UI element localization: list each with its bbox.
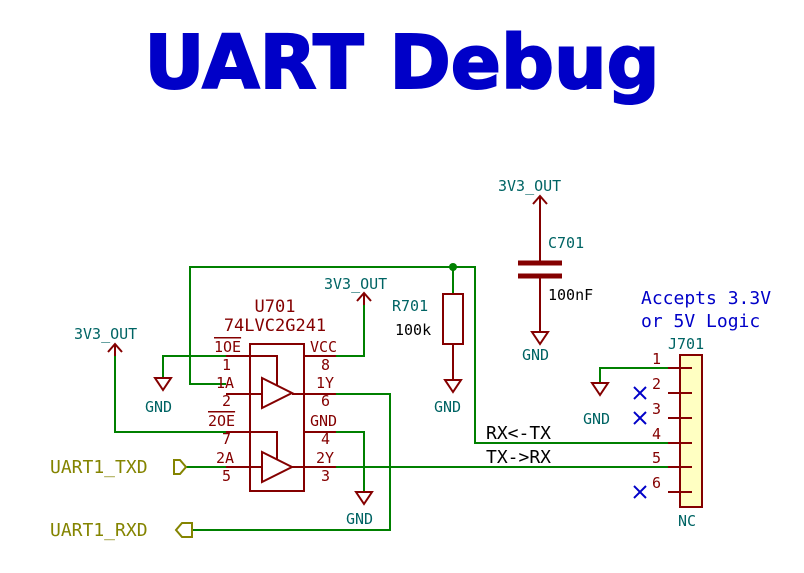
hier-label-txd-group: UART1_TXD [50,457,188,478]
hier-label-txd: UART1_TXD [50,457,148,478]
pin-name-1a: 1A [216,374,234,392]
u701-value: 74LVC2G241 [224,316,326,336]
wire-1oe-gnd [162,355,226,378]
pin-name-1oe: 1OE [214,338,241,356]
power-labels: 3V3_OUT 3V3_OUT 3V3_OUT GND GND GND GND … [74,177,610,528]
j701-value: NC [678,512,696,530]
hier-input-arrow-icon [173,459,188,475]
wire-gnd-u701 [336,431,365,492]
j701-pin-num-2: 2 [652,375,661,393]
power-label-gnd-u701: GND [346,510,373,528]
hier-output-arrow-icon [174,522,193,538]
pin-num-8: 8 [321,356,330,374]
pin-num-1: 1 [222,356,231,374]
j701-pin-num-1: 1 [652,350,661,368]
gnd-left-icon [153,377,173,392]
no-connect-icon-pin2 [633,386,647,400]
wires [114,266,680,531]
j701-pin-num-5: 5 [652,449,661,467]
note-line-2: or 5V Logic [641,311,760,332]
c701-symbol: C701 100nF [518,196,593,332]
pin-name-2y: 2Y [316,449,334,467]
c701-ref: C701 [548,234,584,252]
power-symbols [107,194,610,506]
no-connect-icon-pin6 [633,485,647,499]
pin-num-7: 7 [222,430,231,448]
oe2-line [250,431,278,460]
gnd-cap-icon [530,331,550,346]
v33-mid-arrow-icon [356,291,372,302]
u701-body [249,343,305,492]
wire-1y-rxd [192,393,391,531]
gnd-r701-icon [443,379,463,394]
r701-ref: R701 [392,297,428,315]
no-connect-icon-pin3 [633,411,647,425]
j701-pin-num-4: 4 [652,425,661,443]
no-connect-markers [633,386,647,499]
wire-vcc [336,293,365,357]
v33-left-arrow-icon [107,342,123,353]
gnd-j701-icon [590,382,610,397]
power-label-gnd-left: GND [145,398,172,416]
pin-name-2a: 2A [216,449,234,467]
power-label-3v3-mid: 3V3_OUT [324,275,387,293]
power-label-gnd-r701: GND [434,398,461,416]
pin-name-2oe: 2OE [208,412,235,430]
j701-symbol: 1 2 3 4 5 6 J701 NC [633,335,704,530]
v33-cap-arrow-icon [532,194,548,205]
r701-body [442,293,464,345]
j701-pin-num-6: 6 [652,474,661,492]
pin-name-vcc: VCC [310,338,337,356]
note-line-1: Accepts 3.3V [641,288,771,309]
j701-body [679,354,703,508]
pin-num-5: 5 [222,467,231,485]
pin-num-3: 3 [321,467,330,485]
j701-pin-num-3: 3 [652,400,661,418]
hier-label-rxd-group: UART1_RXD [50,520,193,541]
power-label-gnd-j701: GND [583,410,610,428]
page-title: UART Debug [144,20,659,106]
power-label-3v3-left: 3V3_OUT [74,325,137,343]
hier-label-rxd: UART1_RXD [50,520,148,541]
net-label-rx: RX<-TX [486,423,551,444]
pin-name-gnd: GND [310,412,337,430]
r701-value: 100k [395,321,431,339]
power-label-gnd-cap: GND [522,346,549,364]
junction-dot [449,263,457,271]
wire-rx-net [189,266,680,444]
oe1-line [250,355,278,386]
c701-value: 100nF [548,286,593,304]
wire-3v3-2oe [114,356,226,433]
r701-symbol: R701 100k [392,293,464,376]
net-label-tx: TX->RX [486,447,551,468]
u701-ref: U701 [255,297,296,317]
power-label-3v3-cap: 3V3_OUT [498,177,561,195]
u701-symbol: U701 74LVC2G241 1OE 1 1A 2 2OE 7 2A 5 VC… [208,297,337,492]
j701-ref: J701 [668,335,704,353]
pin-num-4: 4 [321,430,330,448]
gnd-u701-icon [354,491,374,506]
wire-j701-gnd [599,367,680,383]
pin-num-6: 6 [321,392,330,410]
pin-name-1y: 1Y [316,374,334,392]
pin-num-2: 2 [222,392,231,410]
